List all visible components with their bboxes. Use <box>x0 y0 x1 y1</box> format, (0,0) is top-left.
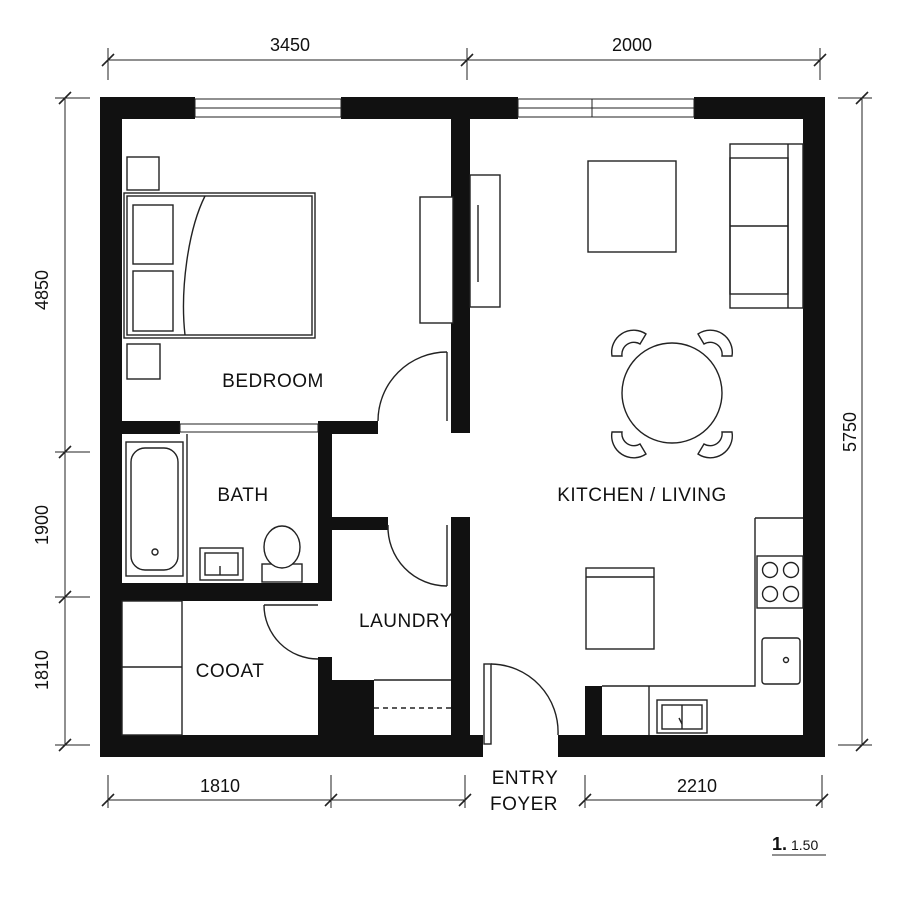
chair-tr <box>697 329 734 357</box>
dim-right: 5750 <box>840 412 860 452</box>
dim-left-lower: 1810 <box>32 650 52 690</box>
dim-top-right: 2000 <box>612 35 652 55</box>
dim-left-middle: 1900 <box>32 505 52 545</box>
bath-fixtures <box>125 434 303 583</box>
room-label-kitchen-living: KITCHEN / LIVING <box>557 485 727 506</box>
bedroom-furniture <box>123 156 454 380</box>
doors <box>263 351 559 745</box>
tv-unit <box>469 174 501 308</box>
dim-bottom-right: 2210 <box>677 776 717 796</box>
wardrobe <box>419 196 454 324</box>
dim-left-upper: 4850 <box>32 270 52 310</box>
chair-bl <box>610 431 647 459</box>
room-label-bath: BATH <box>217 485 268 506</box>
scale-indicator: 1. 1.50 <box>772 834 826 856</box>
dining-table <box>621 342 723 444</box>
living-furniture <box>469 143 804 735</box>
coat-shelf <box>121 600 183 736</box>
bathtub <box>125 441 184 577</box>
chair-br <box>697 431 734 459</box>
toilet-bowl <box>263 525 301 569</box>
dimension-lines <box>55 48 872 808</box>
chair-tl <box>610 329 647 357</box>
room-label-coat: COOAT <box>196 661 265 682</box>
nightstand-bottom <box>126 343 161 380</box>
pillow-top <box>132 204 174 265</box>
nightstand-top <box>126 156 160 191</box>
room-label-foyer: FOYER <box>490 794 558 815</box>
dim-top-left: 3450 <box>270 35 310 55</box>
kitchen-counter <box>602 517 803 735</box>
scale-prefix: 1. <box>772 834 787 854</box>
kitchen-island <box>585 567 655 650</box>
coat-laundry-fixtures <box>121 600 451 736</box>
pillow-bottom <box>132 270 174 332</box>
dim-bottom-left: 1810 <box>200 776 240 796</box>
room-label-bedroom: BEDROOM <box>222 371 324 392</box>
kitchen-sink-right <box>761 637 801 685</box>
room-label-laundry: LAUNDRY <box>359 611 453 632</box>
coffee-table <box>587 160 677 253</box>
walls <box>100 97 825 757</box>
windows <box>179 98 695 433</box>
room-label-entry: ENTRY <box>492 768 559 789</box>
scale-value: 1.50 <box>791 837 818 853</box>
